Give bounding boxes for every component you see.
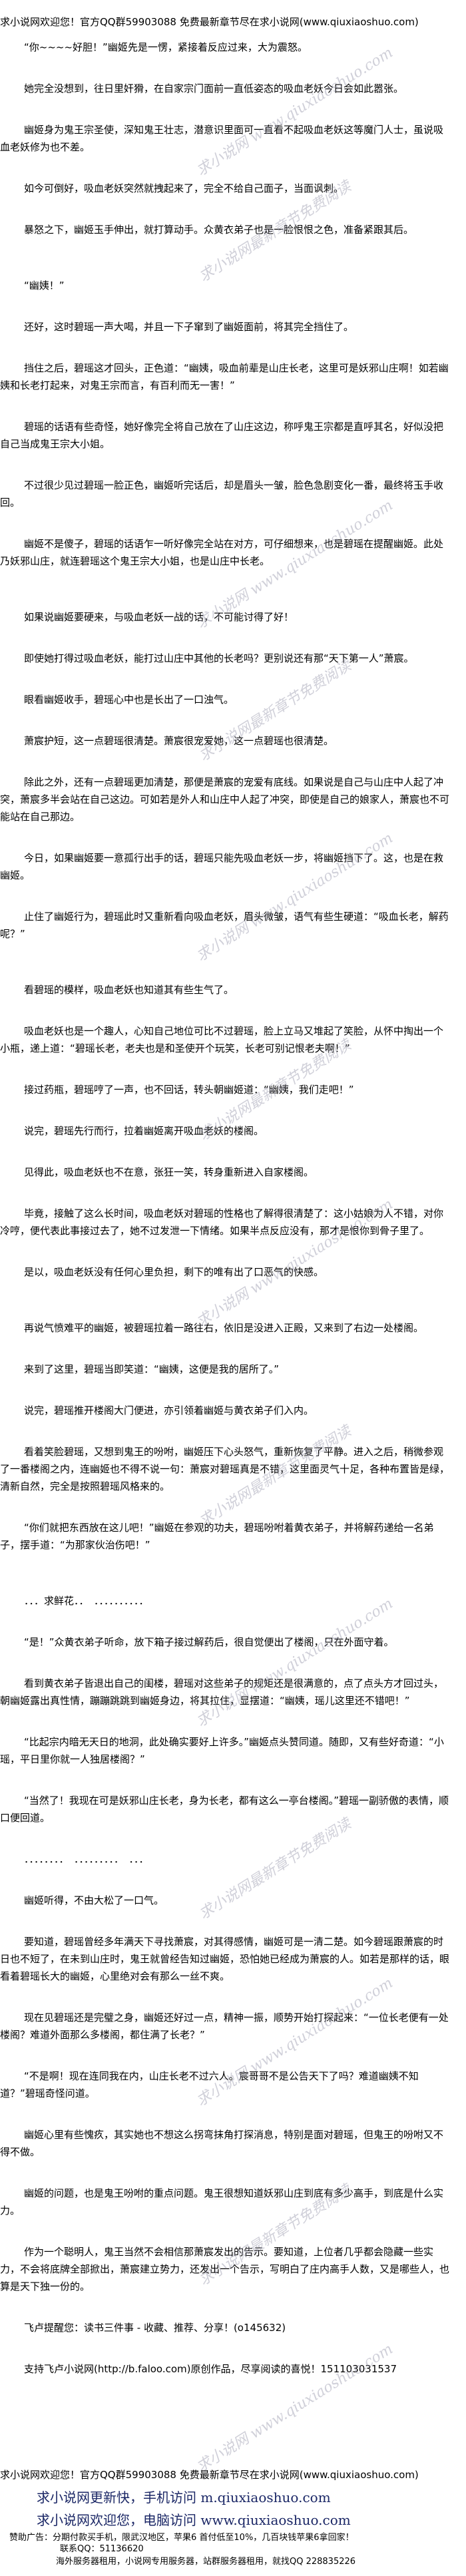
server-ad[interactable]: 海外服务器租用，小说网专用服务器，站群服务器租用，就找QQ 228835226 (56, 2557, 356, 2567)
chapter-paragraph: 不过很少见过碧瑶一脸正色，幽姬听完话后，却是眉头一皱，脸色急剧变化一番，最终将玉… (0, 479, 444, 509)
chapter-paragraph: “当然了！我现在可是妖邪山庄长老，身为长老，都有这么一亭台楼阁。”碧瑶一副骄傲的… (0, 1795, 449, 1824)
chapter-paragraph: 看着笑脸碧瑶，又想到鬼王的吩咐，幽姬压下心头怒气，重新恢复了平静。进入之后，稍微… (0, 1446, 450, 1492)
chapter-paragraph: ．．．．．．．． ．．．．．．．．． ．．． (24, 1853, 149, 1865)
chapter-paragraph: 幽姬的问题，也是鬼王吩咐的重点问题。鬼王很想知道妖邪山庄到底有多少高手，到底是什… (0, 2187, 444, 2217)
chapter-paragraph: 即使她打得过吸血老妖，能打过山庄中其他的长老吗？更别说还有那“天下第一人”萧宸。 (24, 652, 414, 664)
chapter-paragraph: 幽姬心里有些愧疚，其实她也不想这么拐弯抹角打探消息，特别是面对碧瑶，但鬼王的吩咐… (0, 2129, 444, 2158)
chapter-paragraph: 萧宸护短，这一点碧瑶很清楚。萧宸很宠爱她，这一点碧瑶也很清楚。 (24, 735, 334, 747)
chapter-paragraph: 看碧瑶的模样，吸血老妖也知道其有些生气了。 (24, 984, 234, 996)
chapter-paragraph: 见得此，吸血老妖也不在意，张狂一笑，转身重新进入自家楼阁。 (24, 1166, 314, 1178)
chapter-paragraph: 如果说幽姬要硬来，与吸血老妖一战的话，不可能讨得了好！ (24, 611, 294, 623)
site-banner-bottom: 求小说网欢迎您！官方QQ群59903088 免费最新章节尽在求小说网(www.q… (0, 2469, 419, 2481)
chapter-paragraph: “你们就把东西放在这儿吧！”幽姬在参观的功夫，碧瑶吩咐着黄衣弟子，并将解药递给一… (0, 1522, 434, 1551)
chapter-paragraph: 如今可倒好，吸血老妖突然就拽起来了，完全不给自己面子，当面讽刺。 (24, 182, 344, 194)
chapter-paragraph: ．．．求鲜花．． ．．．．．．．．．． (24, 1595, 149, 1607)
chapter-paragraph: 现在见碧瑶还是完璧之身，幽姬还好过一点，精神一振，顺势开始打探起来：“一位长老便… (0, 2012, 449, 2041)
chapter-paragraph: 要知道，碧瑶曾经多年满天下寻找萧宸，对其得感情，幽姬可是一清二楚。如今碧瑶跟萧宸… (0, 1936, 450, 1982)
chapter-paragraph: 眼看幽姬收手，碧瑶心中也是长出了一口浊气。 (24, 694, 234, 706)
sponsor-contact: 联系QQ：51136620 (60, 2544, 144, 2554)
chapter-paragraph: “不是啊！现在连同我在内，山庄长老不过六人。宸哥哥不是公告天下了吗？难道幽姨不知… (0, 2070, 419, 2099)
chapter-paragraph: 今日，如果幽姬要一意孤行出手的话，碧瑶只能先吸血老妖一步，将幽姬挡下了。这，也是… (0, 852, 444, 881)
chapter-paragraph: 支持飞卢小说网(http://b.faloo.com)原创作品，尽享阅读的喜悦！… (24, 2363, 397, 2375)
chapter-paragraph: “比起宗内暗无天日的地洞，此处确实要好上许多。”幽姬点头赞同道。随即，又有些好奇… (0, 1736, 444, 1765)
chapter-paragraph: 看到黄衣弟子皆退出自己的闺楼，碧瑶对这些弟子的规矩还是很满意的，点了点头方才回过… (0, 1677, 444, 1707)
chapter-paragraph: “幽姨！” (24, 280, 65, 292)
chapter-paragraph: 毕竟，接触了这么长时间，吸血老妖对碧瑶的性格也了解得很清楚了：这小姑娘为人不错，… (0, 1207, 444, 1237)
chapter-paragraph: “是！”众黄衣弟子听命，放下箱子接过解药后，很自觉便出了楼阁，只在外面守着。 (24, 1636, 394, 1648)
chapter-paragraph: 幽姬听得，不由大松了一口气。 (24, 1894, 164, 1906)
chapter-paragraph: 接过药瓶，碧瑶哼了一声，也不回话，转头朝幽姬道：“幽姨，我们走吧！” (24, 1084, 354, 1096)
chapter-paragraph: 暴怒之下，幽姬玉手伸出，就打算动手。众黄衣弟子也是一脸恨恨之色，准备紧跟其后。 (24, 224, 414, 236)
chapter-paragraph: 还好，这时碧瑶一声大喝，并且一下子窜到了幽姬面前，将其完全挡住了。 (24, 321, 354, 333)
chapter-paragraph: 再说气愤难平的幽姬，被碧瑶拉着一路往右，依旧是没进入正殿，又来到了右边一处楼阁。 (24, 1322, 424, 1334)
chapter-paragraph: 是以，吸血老妖没有任何心里负担，剩下的唯有出了口恶气的快感。 (24, 1266, 324, 1278)
mobile-site-link[interactable]: 求小说网更新快，手机访问 m.qiuxiaoshuo.com (37, 2489, 331, 2505)
chapter-paragraph: 飞卢提醒您：读书三件事 - 收藏、推荐、分享！(o145632) (24, 2322, 286, 2334)
pc-site-link[interactable]: 求小说网欢迎您，电脑访问 www.qiuxiaoshuo.com (37, 2512, 351, 2528)
chapter-paragraph: “你~~~~好胆！”幽姬先是一愣，紧接着反应过来，大为震怒。 (24, 41, 308, 53)
chapter-paragraph: 幽姬不是傻子，碧瑶的话语乍一听好像完全站在对方，可仔细想来，也是碧瑶在提醒幽姬。… (0, 538, 444, 567)
chapter-content: “你~~~~好胆！”幽姬先是一愣，紧接着反应过来，大为震怒。她完全没想到，往日里… (0, 39, 450, 2402)
site-banner-top: 求小说网欢迎您！官方QQ群59903088 免费最新章节尽在求小说网(www.q… (0, 16, 419, 28)
chapter-paragraph: 说完，碧瑶推开楼阁大门便进，亦引领着幽姬与黄衣弟子们入内。 (24, 1404, 314, 1416)
chapter-paragraph: 她完全没想到，往日里奸猾，在自家宗门面前一直低姿态的吸血老妖今日会如此嚣张。 (24, 83, 404, 95)
chapter-paragraph: 幽姬身为鬼王宗圣使，深知鬼王壮志，潜意识里面可一直看不起吸血老妖这等魔门人士，虽… (0, 124, 444, 153)
chapter-paragraph: 止住了幽姬行为，碧瑶此时又重新看向吸血老妖，眉头微皱，语气有些生硬道：“吸血长老… (0, 911, 449, 940)
chapter-paragraph: 除此之外，还有一点碧瑶更加清楚，那便是萧宸的宠爱有底线。如果说是自己与山庄中人起… (0, 776, 450, 823)
chapter-paragraph: 碧瑶的话语有些奇怪，她好像完全将自己放在了山庄这边，称呼鬼王宗都是直呼其名，好似… (0, 421, 444, 450)
chapter-paragraph: 作为一个聪明人，鬼王当然不会相信那萧宸发出的告示。要知道，上位者几乎都会隐藏一些… (0, 2246, 450, 2292)
chapter-paragraph: 说完，碧瑶先行而行，拉着幽姬离开吸血老妖的楼阁。 (24, 1125, 264, 1137)
sponsor-ad[interactable]: 赞助广告：分期付款买手机，限武汉地区，苹果6 首付低至10%，几百块钱苹果6拿回… (9, 2533, 354, 2543)
chapter-paragraph: 挡住之后，碧瑶这才回头，正色道：“幽姨，吸血前辈是山庄长老，这里可是妖邪山庄啊！… (0, 362, 449, 391)
chapter-paragraph: 来到了这里，碧瑶当即笑道：“幽姨，这便是我的居所了。” (24, 1363, 280, 1375)
chapter-paragraph: 吸血老妖也是一个趣人，心知自己地位可比不过碧瑶，脸上立马又堆起了笑脸，从怀中掏出… (0, 1025, 444, 1054)
